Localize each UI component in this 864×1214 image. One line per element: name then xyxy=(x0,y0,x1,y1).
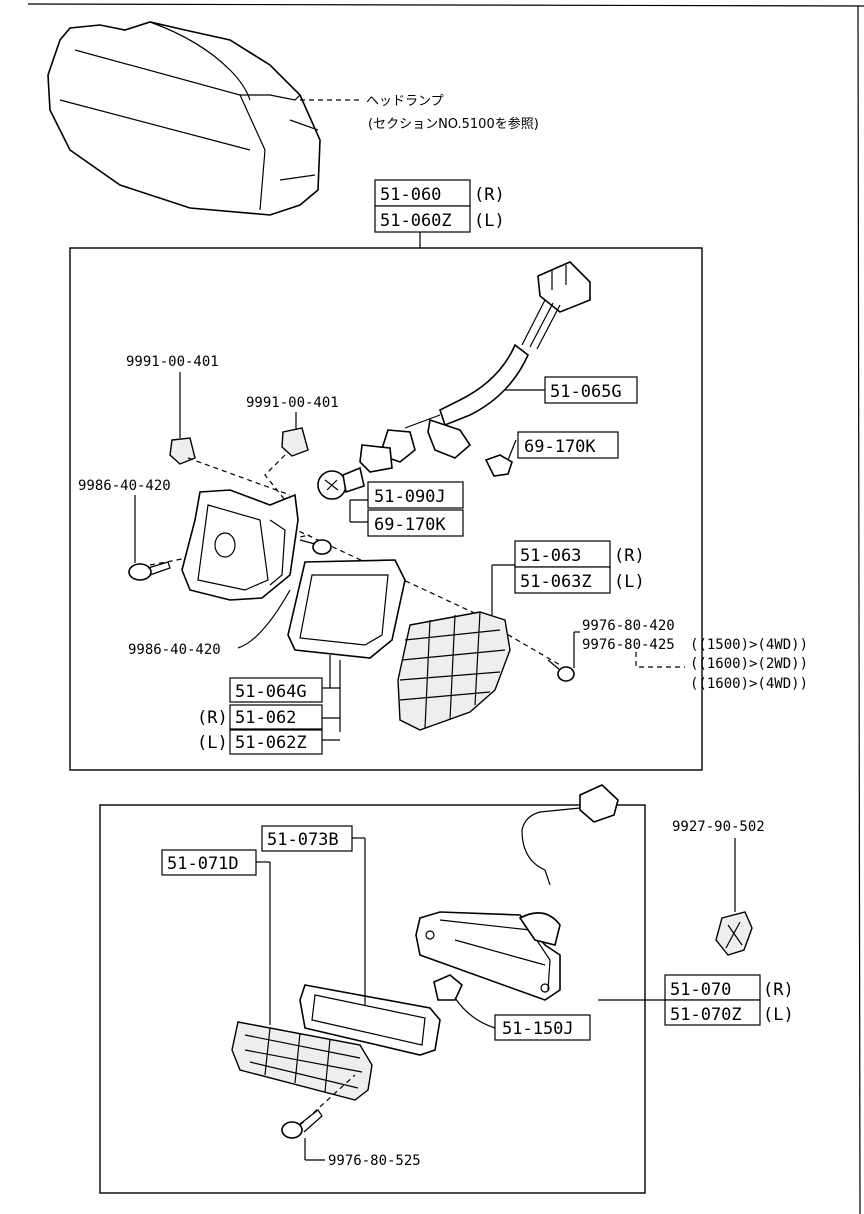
screw-lens-1-label: 9976-80-420 xyxy=(582,618,675,634)
lens-l-side: (L) xyxy=(614,572,645,592)
lower-harness-illustration xyxy=(521,784,619,886)
lower-lens-illustration xyxy=(231,1021,373,1101)
lower-assembly-l: 51-070Z xyxy=(670,1005,742,1025)
bezel-r-side: (R) xyxy=(197,708,228,728)
lower-assembly-l-side: (L) xyxy=(763,1005,794,1025)
label-box-51-150j xyxy=(494,1014,591,1041)
bezel-illustration xyxy=(181,489,299,601)
label-box-51-090j xyxy=(367,481,464,509)
screw-lens-cond-1: ((1500)>(4WD)) xyxy=(690,637,808,653)
label-box-51-071d xyxy=(161,849,257,876)
upper-assembly-l: 51-060Z xyxy=(380,211,452,231)
label-box-51-060 xyxy=(374,179,471,207)
lens-r-label: 51-063 xyxy=(520,546,581,566)
label-box-51-062z xyxy=(229,729,323,755)
headlamp-ref-label: ヘッドランプ xyxy=(366,94,444,109)
bezel-r-label: 51-062 xyxy=(235,708,296,728)
clip-left-illustration xyxy=(169,437,196,465)
lower-bulb-leader xyxy=(454,997,496,1029)
label-box-51-073b xyxy=(261,825,353,852)
label-box-51-065g xyxy=(544,376,638,404)
lower-screw-illustration xyxy=(281,1109,323,1139)
socket-top-leader xyxy=(507,439,517,461)
label-box-51-064g xyxy=(229,677,323,703)
gasket-label: 51-064G xyxy=(235,682,307,702)
lower-gasket-illustration xyxy=(299,984,441,1056)
lower-bulb-label: 51-150J xyxy=(502,1019,574,1039)
harness-label: 51-065G xyxy=(550,382,622,402)
lower-lens-label: 51-071D xyxy=(167,854,239,874)
label-box-51-070z xyxy=(664,999,761,1026)
lower-assembly-r-side: (R) xyxy=(763,980,794,1000)
lower-group-frame xyxy=(99,804,646,1194)
screw-bottom-label: 9986-40-420 xyxy=(128,642,221,658)
screw-lens-cond-2: ((1600)>(2WD)) xyxy=(690,656,808,672)
lower-assembly-r: 51-070 xyxy=(670,980,731,1000)
screw-lens-cond-3: ((1600)>(4WD)) xyxy=(690,676,808,692)
lens-r-side: (R) xyxy=(614,546,645,566)
screw-bottom-illustration xyxy=(299,539,332,555)
lower-gasket-label: 51-073B xyxy=(267,830,339,850)
lower-bulb-illustration xyxy=(433,974,463,1001)
lower-housing-illustration xyxy=(415,911,561,1001)
lower-clip-label: 9927-90-502 xyxy=(672,819,765,835)
bulb-label: 51-090J xyxy=(374,487,446,507)
clip-right-illustration xyxy=(281,427,309,457)
screw-left-illustration xyxy=(128,561,171,581)
label-box-51-062 xyxy=(229,704,323,730)
headlamp-ref-note: (セクションNO.5100を参照) xyxy=(368,116,539,132)
page-right-border xyxy=(857,5,861,1214)
socket-bottom-label: 69-170K xyxy=(374,515,446,535)
side-lens-illustration xyxy=(397,611,511,731)
clip-right-label: 9991-00-401 xyxy=(246,395,339,411)
clip-left-label: 9991-00-401 xyxy=(126,354,219,370)
upper-group-frame xyxy=(69,247,703,771)
label-box-69-170k-top xyxy=(517,431,619,459)
screw-left-label: 9986-40-420 xyxy=(78,478,171,494)
bulb-illustration xyxy=(317,466,365,500)
gasket-illustration xyxy=(287,559,406,659)
page-top-border xyxy=(27,3,864,7)
label-box-51-063z xyxy=(514,566,611,594)
screw-bottom-leader xyxy=(237,589,291,649)
socket-top-label: 69-170K xyxy=(524,437,596,457)
screw-lens-illustration xyxy=(547,659,575,682)
upper-assembly-r-side: (R) xyxy=(474,185,505,205)
label-box-51-063 xyxy=(514,540,611,568)
bezel-l-side: (L) xyxy=(197,733,228,753)
socket-illustration xyxy=(484,454,513,477)
lower-screw-label: 9976-80-525 xyxy=(328,1153,421,1169)
lower-clip-illustration xyxy=(715,911,753,956)
upper-assembly-l-side: (L) xyxy=(474,211,505,231)
screw-lens-2-label: 9976-80-425 xyxy=(582,637,675,653)
label-box-69-170k-bottom xyxy=(367,509,464,537)
lens-l-label: 51-063Z xyxy=(520,572,592,592)
label-box-51-060z xyxy=(374,205,471,233)
harness-illustration xyxy=(359,261,591,473)
headlamp-illustration xyxy=(47,21,321,216)
bezel-l-label: 51-062Z xyxy=(235,733,307,753)
upper-assembly-r: 51-060 xyxy=(380,185,441,205)
